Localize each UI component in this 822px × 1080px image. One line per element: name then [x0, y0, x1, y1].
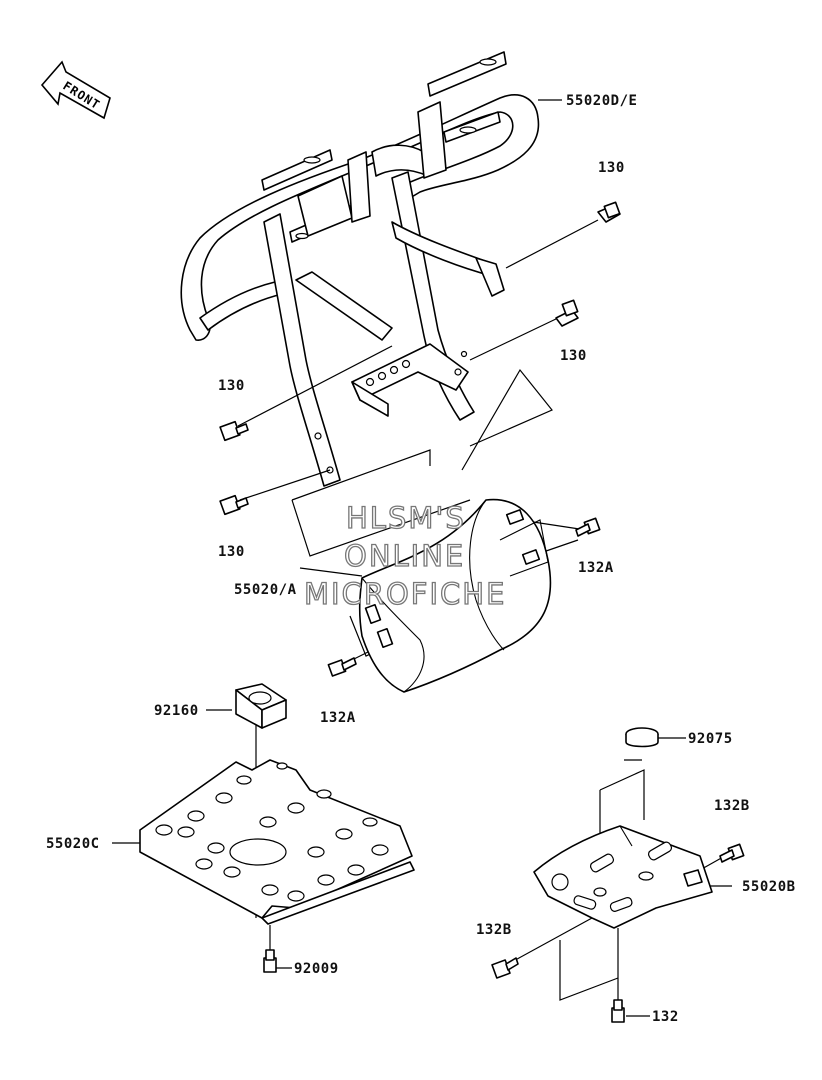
cap-92075: [625, 727, 659, 748]
bolt-132b-top: [719, 843, 745, 863]
bolt-132b-left: [491, 957, 519, 979]
watermark-line-3: MICROFICHE: [304, 577, 506, 611]
label-132a-right: 132A: [578, 560, 614, 576]
callout-labels: 55020D/E 130 130 130 130 55020/A 132A 13…: [46, 93, 796, 1025]
label-55020c: 55020C: [46, 836, 100, 852]
bolt-130-right-mid: [555, 299, 579, 327]
label-132b-left: 132B: [476, 922, 512, 938]
label-55020d-e: 55020D/E: [566, 93, 637, 109]
bolt-130-right-upper: [597, 201, 621, 223]
label-55020-a: 55020/A: [234, 582, 297, 598]
bolt-130-left-upper: [219, 420, 249, 442]
label-130-left-lower: 130: [218, 544, 245, 560]
label-55020b: 55020B: [742, 879, 796, 895]
label-92160: 92160: [154, 703, 199, 719]
watermark: HLSM'S ONLINE MICROFICHE: [303, 500, 506, 611]
damper-92160: [235, 683, 287, 729]
skid-guard-55020a: [358, 498, 552, 693]
label-132a-left: 132A: [320, 710, 356, 726]
watermark-line-1: HLSM'S: [346, 501, 466, 535]
label-92075: 92075: [688, 731, 733, 747]
bolt-132a-left: [327, 657, 357, 677]
front-arrow-icon: FRONT: [40, 60, 111, 120]
guard-55020b: [533, 825, 713, 929]
front-guard-frame: [180, 51, 540, 487]
screw-92009: [263, 949, 277, 973]
label-132b-top: 132B: [714, 798, 750, 814]
skid-plate-55020c: [139, 759, 415, 925]
label-130-right-upper: 130: [598, 160, 625, 176]
bolt-132: [611, 999, 625, 1023]
label-92009: 92009: [294, 961, 339, 977]
label-132: 132: [652, 1009, 679, 1025]
label-130-right-mid: 130: [560, 348, 587, 364]
label-130-left-upper: 130: [218, 378, 245, 394]
bolt-130-left-lower: [219, 494, 249, 516]
watermark-line-2: ONLINE: [344, 539, 465, 573]
bolt-132a-right: [575, 517, 601, 537]
